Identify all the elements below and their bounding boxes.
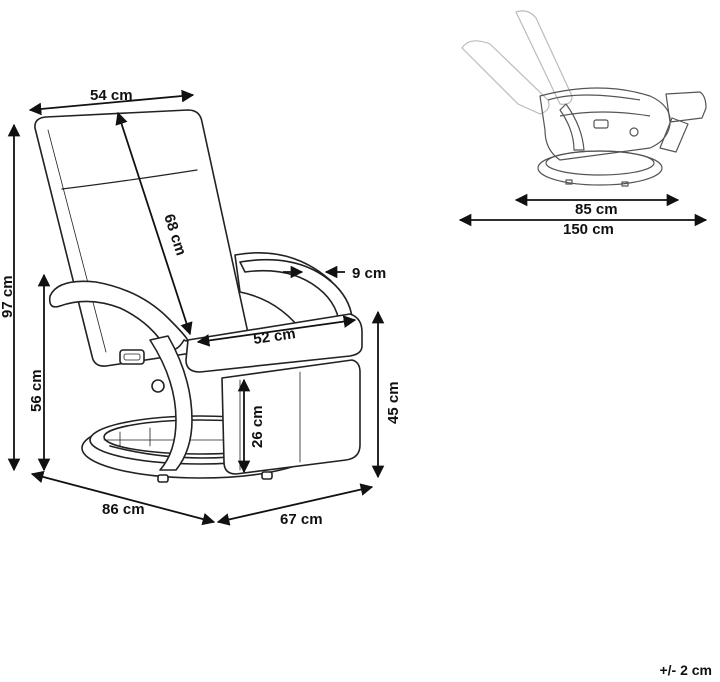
label-armrest-height: 56 cm <box>28 369 45 412</box>
label-armrest-width: 9 cm <box>352 265 386 282</box>
label-seat-height: 45 cm <box>385 381 402 424</box>
reclined-chair-drawing <box>461 10 707 187</box>
label-reclined-inner-length: 85 cm <box>575 201 618 218</box>
label-footrest-height: 26 cm <box>249 405 266 448</box>
label-total-height: 97 cm <box>0 275 16 318</box>
left-armrest <box>48 280 189 351</box>
label-backrest-width: 54 cm <box>90 87 133 104</box>
backrest <box>34 109 250 367</box>
dimension-lines <box>7 89 385 526</box>
armrest-support <box>149 335 193 471</box>
label-base-depth: 86 cm <box>102 501 145 518</box>
footrest <box>221 359 361 475</box>
label-seat-width: 52 cm <box>252 325 296 348</box>
chair-drawing <box>34 109 363 483</box>
swivel-knob <box>151 379 165 393</box>
label-reclined-total-length: 150 cm <box>563 221 614 238</box>
label-base-width: 67 cm <box>280 511 323 528</box>
reclined-dimension-labels: 85 cm 150 cm <box>563 201 618 238</box>
tolerance-note: +/- 2 cm <box>659 662 712 678</box>
reclined-dimension-lines <box>458 193 708 227</box>
